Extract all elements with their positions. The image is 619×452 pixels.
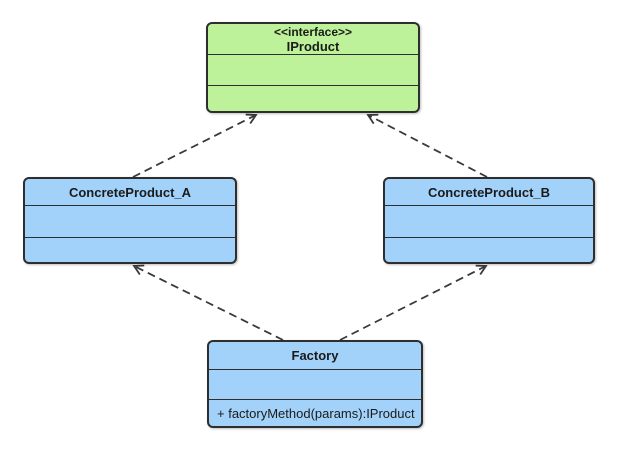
factory-operations-compartment: + factoryMethod(params):IProduct — [209, 400, 421, 426]
iproduct-operations-compartment — [208, 86, 418, 111]
factory-method-text: + factoryMethod(params):IProduct — [217, 405, 415, 421]
factory-header-compartment: Factory — [209, 342, 421, 370]
dependency-arrow-factory-to-producta — [132, 264, 284, 341]
realization-arrow-productb-to-iproduct — [366, 113, 488, 178]
iproduct-attributes-compartment — [208, 55, 418, 86]
class-box-concreteproduct-b: ConcreteProduct_B — [383, 177, 595, 264]
productb-header-compartment: ConcreteProduct_B — [385, 179, 593, 206]
producta-operations-compartment — [25, 238, 235, 262]
class-box-iproduct: <<interface>> IProduct — [206, 22, 420, 113]
producta-attributes-compartment — [25, 206, 235, 238]
productb-attributes-compartment — [385, 206, 593, 238]
iproduct-stereotype: <<interface>> — [273, 24, 353, 39]
factory-class-name: Factory — [291, 348, 339, 363]
iproduct-header-compartment: <<interface>> IProduct — [208, 24, 418, 55]
factory-attributes-compartment — [209, 370, 421, 400]
class-box-factory: Factory + factoryMethod(params):IProduct — [207, 340, 423, 428]
producta-header-compartment: ConcreteProduct_A — [25, 179, 235, 206]
class-box-concreteproduct-a: ConcreteProduct_A — [23, 177, 237, 264]
iproduct-class-name: IProduct — [286, 38, 340, 54]
productb-class-name: ConcreteProduct_B — [427, 184, 551, 200]
productb-operations-compartment — [385, 238, 593, 262]
dependency-arrow-factory-to-productb — [339, 264, 488, 341]
producta-class-name: ConcreteProduct_A — [68, 184, 192, 200]
realization-arrow-producta-to-iproduct — [132, 113, 258, 178]
